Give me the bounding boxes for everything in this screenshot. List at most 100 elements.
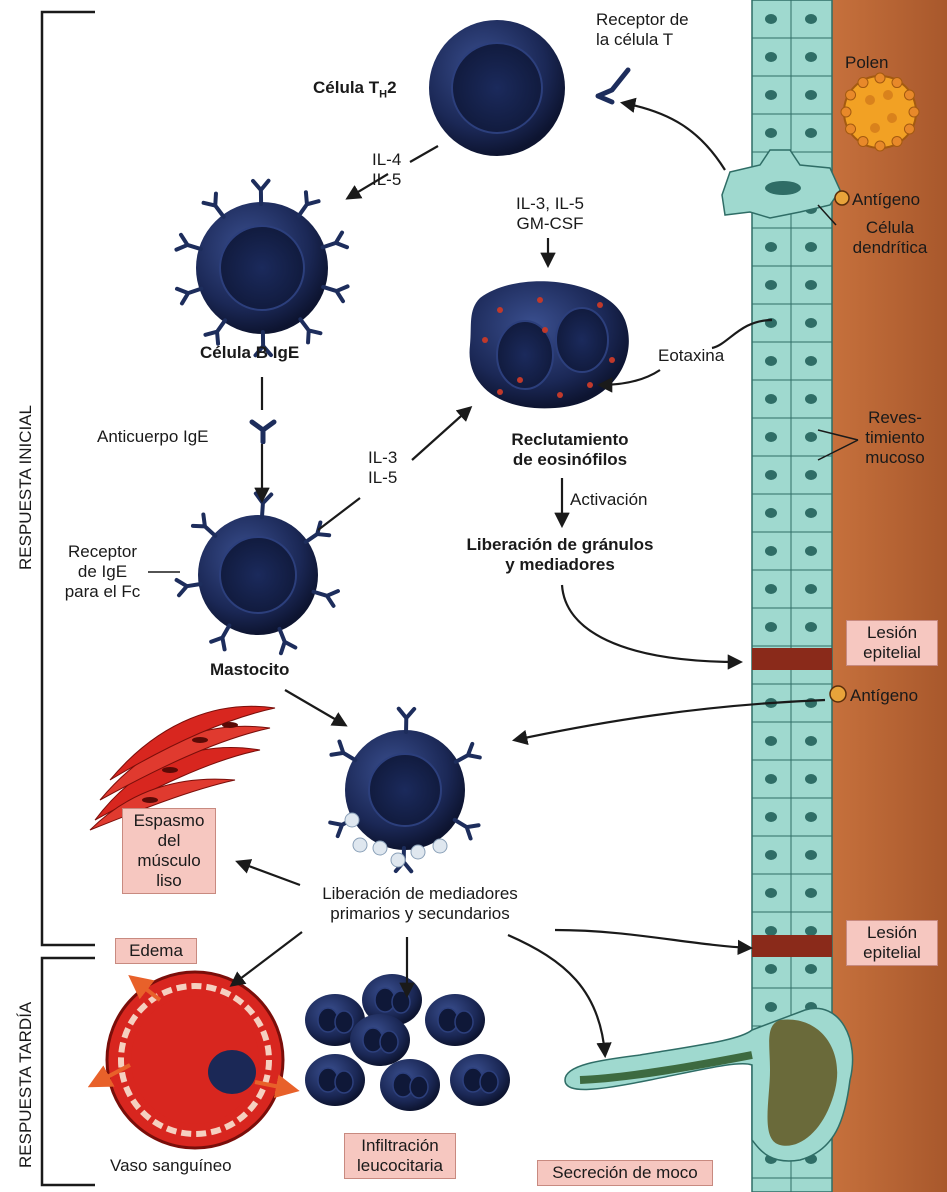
epithelial-nucleus [805, 128, 817, 138]
epithelial-nucleus [805, 90, 817, 100]
ige-antibody-icon [248, 418, 278, 444]
ige-receptor [456, 744, 480, 762]
ige-receptor [211, 625, 229, 649]
epithelial-nucleus [765, 356, 777, 366]
ige-receptor [314, 591, 338, 606]
ige-receptor [177, 289, 201, 304]
b-cell-label: Célula B IgE [200, 343, 299, 363]
ige-receptor [253, 181, 268, 204]
b-cell [176, 181, 347, 356]
ige-receptor [204, 194, 224, 217]
epithelial-nucleus [805, 432, 817, 442]
eosinophil [470, 281, 629, 408]
ige-receptor [323, 286, 347, 301]
epithelial-nucleus [765, 774, 777, 784]
phase-label-early: RESPUESTA INICIAL [16, 405, 36, 570]
eotaxin-label: Eotaxina [658, 346, 724, 366]
antigen-mid-particle [830, 686, 846, 702]
epithelial-nucleus [765, 280, 777, 290]
antigen-mid-label: Antígeno [850, 686, 918, 706]
released-granule [353, 838, 367, 852]
epithelial-nucleus [805, 280, 817, 290]
epithelial-nucleus [765, 622, 777, 632]
ige-receptor [299, 192, 319, 215]
epithelial-nucleus [765, 546, 777, 556]
epithelial-nucleus [805, 52, 817, 62]
epithelial-nucleus [805, 318, 817, 328]
pollen-spike [875, 73, 885, 83]
epithelial-nucleus [765, 52, 777, 62]
edema-box: Edema [115, 938, 197, 964]
ige-receptor [399, 709, 414, 732]
th2-cell-label: Célula TH2 [313, 78, 397, 104]
granule-release-label: Liberación de gránulosy mediadores [425, 535, 695, 575]
ige-receptor [323, 233, 347, 248]
pollen-spike [904, 90, 914, 100]
activation-label: Activación [570, 490, 647, 510]
eosinophil-granule [517, 377, 523, 383]
pollen-spike [846, 124, 856, 134]
epithelial-nucleus [765, 584, 777, 594]
ige-receptor [177, 580, 201, 595]
leukocyte-nucleus [335, 1071, 353, 1093]
ige-receptor [176, 235, 200, 250]
leukocyte-nucleus [455, 1011, 473, 1033]
eosinophil-granule [557, 392, 563, 398]
eosinophil-granule [597, 302, 603, 308]
leukocyte-nucleus [480, 1071, 498, 1093]
pollen-spot [870, 123, 880, 133]
released-granule [411, 845, 425, 859]
epithelial-nucleus [805, 812, 817, 822]
epithelial-nucleus [765, 242, 777, 252]
epithelial-nucleus [765, 508, 777, 518]
epithelial-nucleus [805, 508, 817, 518]
epithelial-nucleus [805, 546, 817, 556]
epithelial-nucleus [805, 470, 817, 480]
epithelial-nucleus [805, 964, 817, 974]
mast-cell [177, 493, 338, 653]
epithelial-nucleus [765, 394, 777, 404]
epithelial-nucleus [765, 432, 777, 442]
ige-receptor [300, 319, 320, 342]
eosinophil-granule [609, 357, 615, 363]
eosinophil-granule [497, 389, 503, 395]
epithelial-nucleus [805, 888, 817, 898]
ige-antibody-label: Anticuerpo IgE [97, 427, 209, 447]
t-cell-receptor-label: Receptor dela célula T [596, 10, 689, 50]
epithelial-nucleus [805, 242, 817, 252]
epithelial-lesion-upper [752, 648, 832, 670]
epithelial-nucleus [805, 394, 817, 404]
epithelial-nucleus [765, 964, 777, 974]
released-granule [391, 853, 405, 867]
pollen-spike [892, 136, 902, 146]
blood-vessel [92, 972, 295, 1148]
pollen-spot [887, 113, 897, 123]
pollen-label: Polen [845, 53, 888, 73]
ige-receptor [256, 493, 271, 517]
eosinophil-granule [482, 337, 488, 343]
pollen-spike [892, 78, 902, 88]
mast-cell-label: Mastocito [210, 660, 289, 680]
pollen-spike [909, 107, 919, 117]
submucosa-tissue [820, 0, 947, 1192]
epithelial-nucleus [805, 926, 817, 936]
pollen-spot [865, 95, 875, 105]
epithelial-nucleus [765, 14, 777, 24]
pollen-spike [904, 124, 914, 134]
epithelial-nucleus [765, 470, 777, 480]
released-granule [345, 813, 359, 827]
mucous-gland [565, 1008, 853, 1161]
epithelial-nucleus [765, 90, 777, 100]
mucus-secretion-box: Secreción de moco [537, 1160, 713, 1186]
pollen-spike [858, 136, 868, 146]
epithelial-nucleus [765, 1002, 777, 1012]
released-granule [373, 841, 387, 855]
il3-il5-gmcsf-label: IL-3, IL-5GM-CSF [490, 194, 610, 234]
epithelial-nucleus [765, 736, 777, 746]
